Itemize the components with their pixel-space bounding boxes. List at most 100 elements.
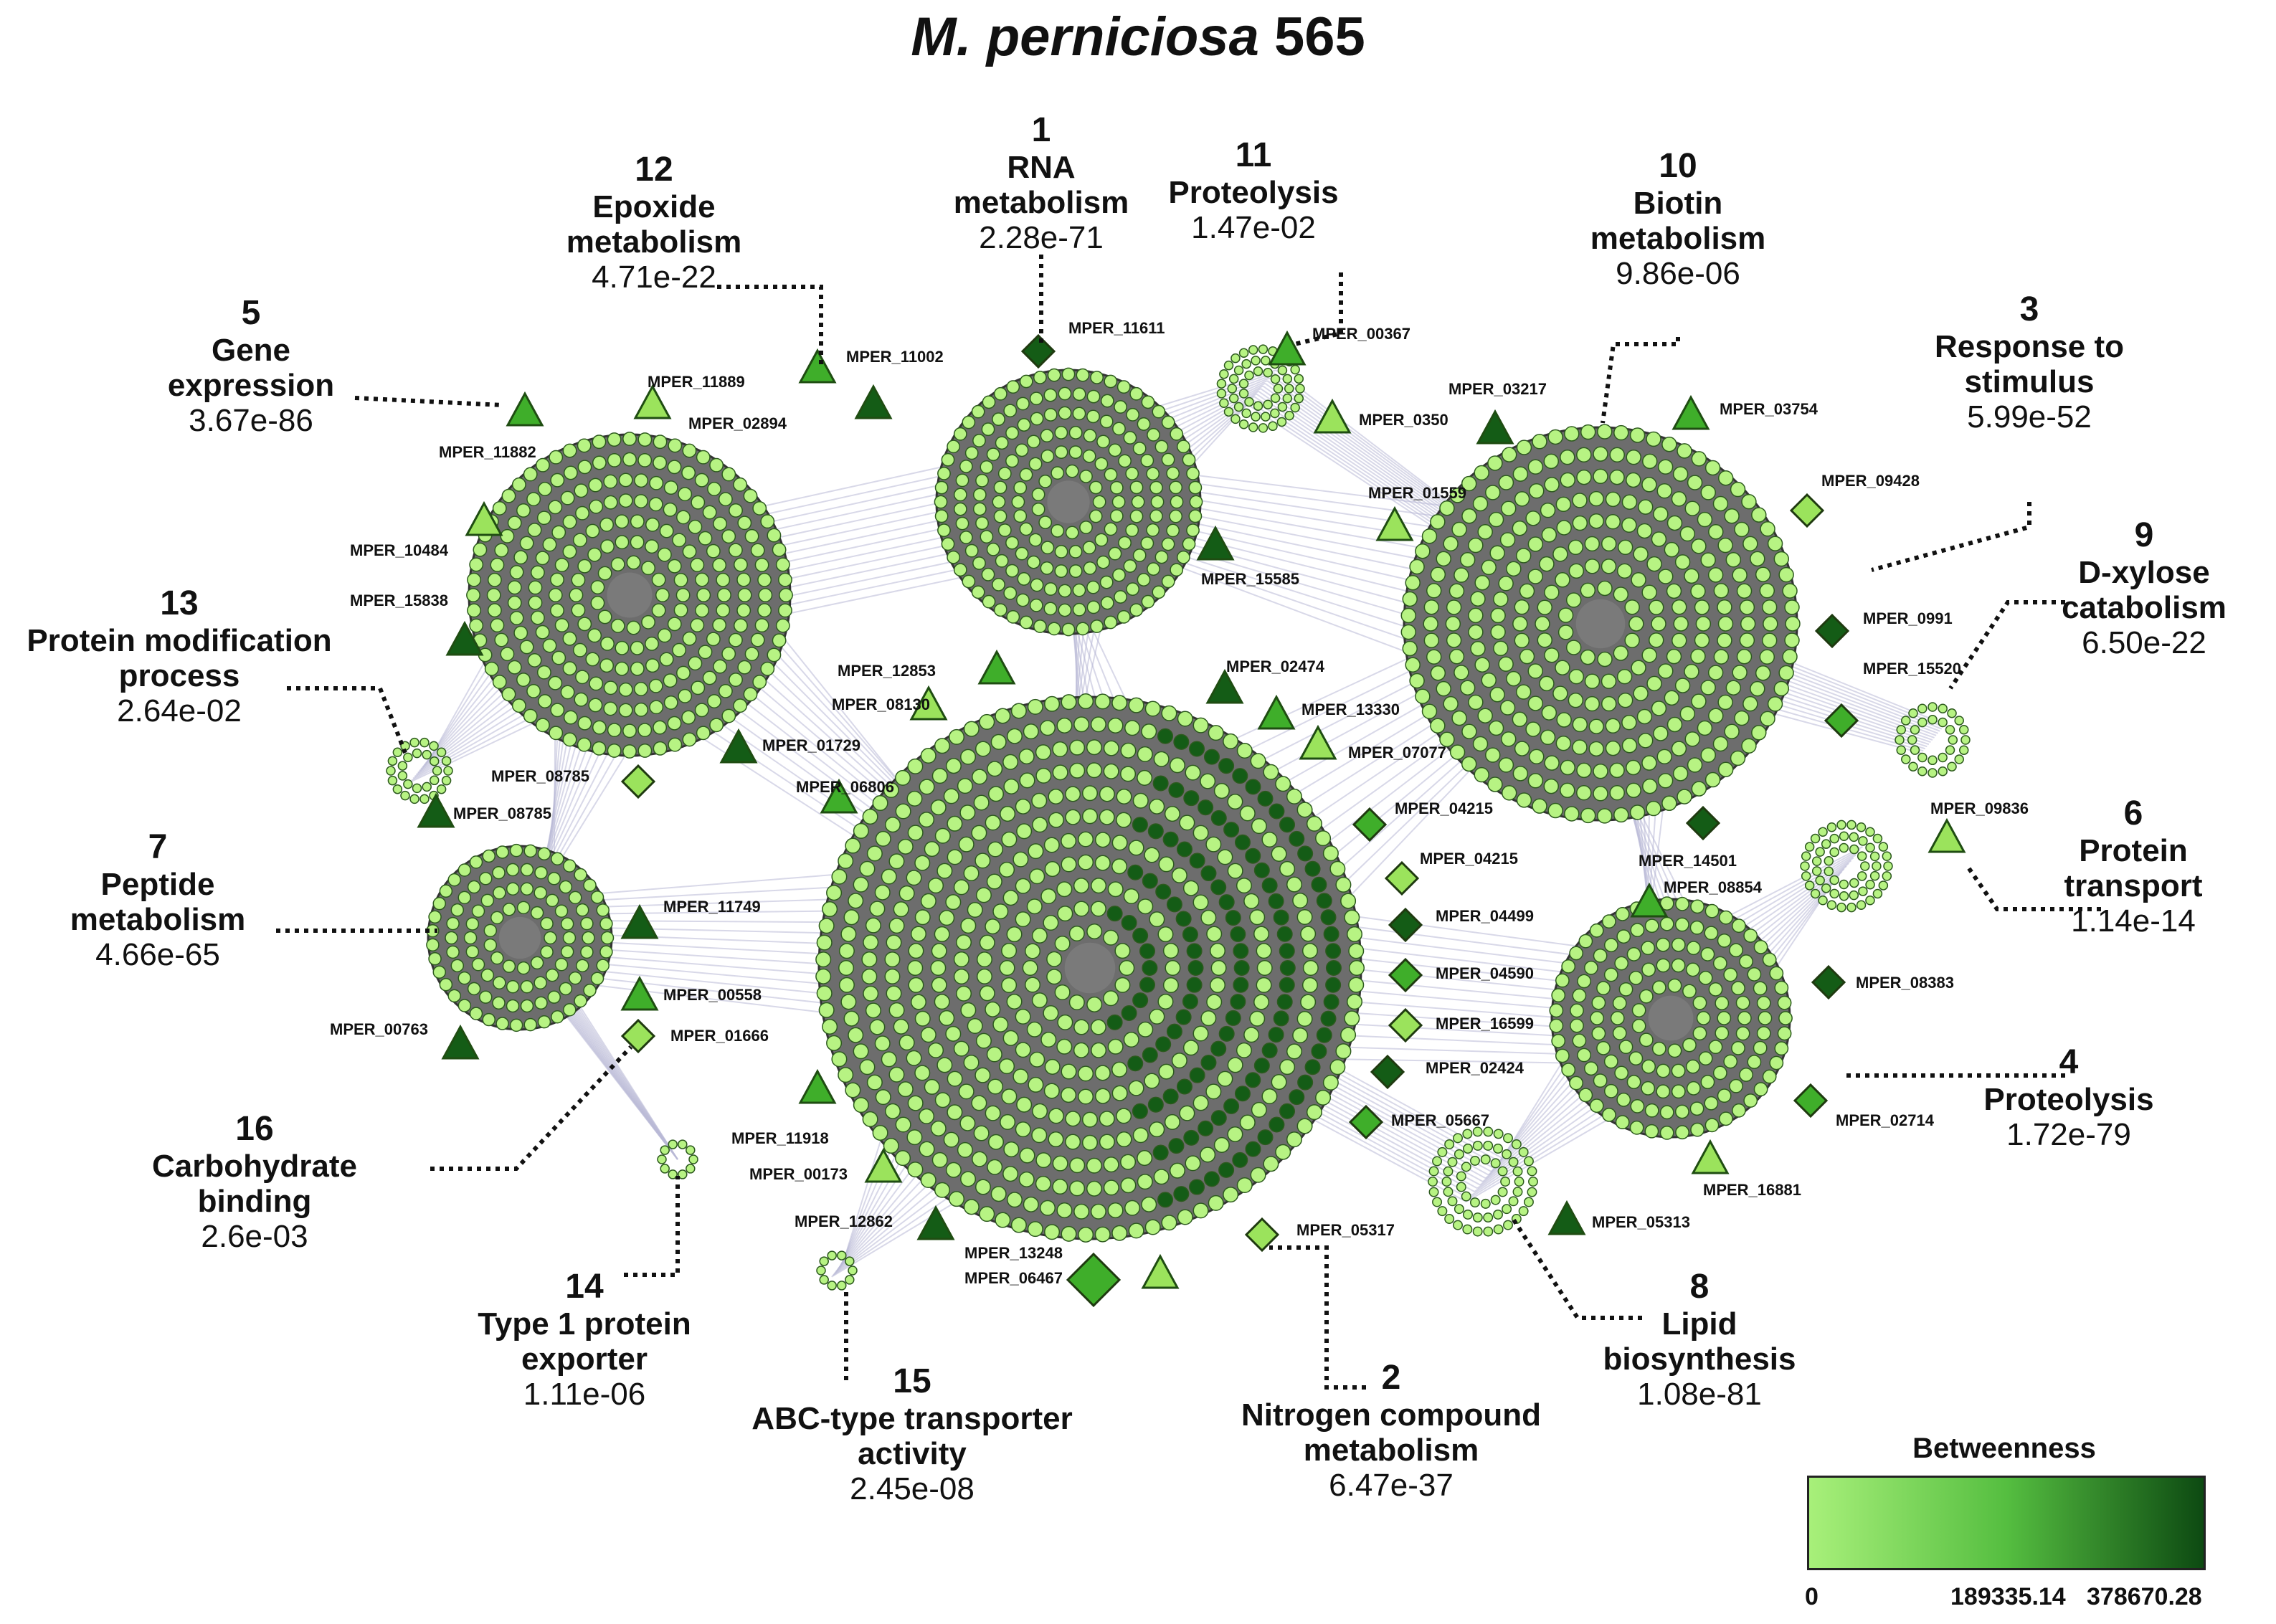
node bbox=[744, 647, 759, 662]
node bbox=[590, 972, 604, 985]
node bbox=[1540, 502, 1556, 518]
triangle-node bbox=[1257, 694, 1296, 730]
node bbox=[1269, 1116, 1285, 1133]
cluster-name-line: binding bbox=[197, 1184, 312, 1220]
node bbox=[1501, 500, 1517, 516]
node bbox=[1672, 766, 1689, 782]
node bbox=[548, 500, 563, 515]
node bbox=[1001, 1088, 1018, 1105]
node bbox=[1626, 782, 1641, 799]
node bbox=[1694, 632, 1710, 648]
node bbox=[947, 440, 961, 454]
node bbox=[736, 572, 751, 587]
node bbox=[1731, 981, 1745, 996]
node bbox=[1679, 706, 1696, 722]
node bbox=[982, 395, 996, 409]
diamond-node bbox=[1793, 1083, 1829, 1119]
node bbox=[837, 1250, 847, 1260]
node bbox=[1257, 790, 1274, 807]
triangle-node bbox=[854, 384, 893, 419]
node bbox=[1176, 841, 1192, 858]
node bbox=[979, 1206, 995, 1222]
node bbox=[1161, 705, 1177, 721]
node bbox=[698, 531, 713, 546]
node bbox=[1289, 1089, 1305, 1106]
node bbox=[1189, 741, 1205, 757]
node bbox=[695, 572, 709, 587]
cluster-pvalue: 1.47e-02 bbox=[1191, 210, 1316, 246]
node bbox=[1572, 1033, 1587, 1048]
node bbox=[999, 1058, 1015, 1075]
node bbox=[1767, 696, 1783, 712]
node bbox=[1469, 1155, 1480, 1166]
node bbox=[1200, 865, 1217, 882]
node bbox=[436, 747, 447, 758]
node bbox=[1019, 374, 1033, 389]
node bbox=[1481, 559, 1497, 576]
node bbox=[1588, 513, 1604, 529]
cluster-name-line: metabolism bbox=[566, 224, 742, 260]
node bbox=[1732, 1103, 1746, 1118]
node bbox=[1296, 802, 1313, 818]
node bbox=[1698, 970, 1713, 985]
node bbox=[1216, 379, 1227, 389]
node bbox=[1928, 714, 1938, 725]
node bbox=[1114, 590, 1127, 604]
node bbox=[1777, 1026, 1792, 1041]
node bbox=[536, 665, 551, 680]
node bbox=[1250, 753, 1266, 769]
node bbox=[1537, 632, 1552, 648]
node bbox=[1001, 942, 1018, 959]
node bbox=[1019, 467, 1033, 482]
node bbox=[563, 859, 577, 873]
node bbox=[1846, 902, 1857, 913]
node bbox=[618, 682, 633, 697]
node bbox=[516, 961, 531, 975]
node bbox=[1717, 616, 1734, 632]
node bbox=[729, 673, 743, 687]
node bbox=[1565, 592, 1582, 608]
node bbox=[575, 959, 589, 973]
node bbox=[1525, 511, 1541, 526]
node bbox=[580, 916, 594, 931]
node bbox=[1010, 703, 1027, 719]
node bbox=[502, 959, 516, 973]
node bbox=[648, 497, 663, 512]
node bbox=[1186, 943, 1203, 959]
node bbox=[1732, 567, 1748, 583]
node bbox=[392, 747, 403, 758]
node bbox=[1141, 594, 1155, 609]
node bbox=[1029, 598, 1043, 612]
node bbox=[1186, 467, 1200, 480]
node bbox=[816, 934, 833, 951]
node bbox=[495, 1017, 509, 1030]
node bbox=[1708, 982, 1723, 997]
node bbox=[934, 994, 950, 1010]
node bbox=[1527, 1187, 1537, 1197]
node bbox=[1141, 723, 1157, 740]
triangle-node bbox=[1299, 724, 1337, 760]
node bbox=[1249, 1010, 1266, 1027]
node bbox=[441, 775, 452, 786]
node bbox=[1171, 867, 1187, 883]
node bbox=[1774, 1041, 1789, 1056]
node bbox=[520, 863, 534, 877]
node bbox=[1078, 854, 1094, 870]
triangle-node bbox=[916, 1205, 955, 1240]
node bbox=[1157, 993, 1174, 1010]
node bbox=[709, 457, 724, 473]
node bbox=[1451, 521, 1467, 538]
node bbox=[1689, 920, 1704, 935]
node bbox=[1169, 757, 1185, 774]
node bbox=[750, 543, 765, 558]
node bbox=[1284, 384, 1294, 394]
node bbox=[1005, 426, 1019, 440]
diamond-node bbox=[1384, 860, 1420, 896]
node bbox=[1256, 943, 1272, 959]
node bbox=[673, 573, 688, 587]
node bbox=[1551, 1033, 1566, 1048]
node bbox=[959, 531, 973, 544]
node bbox=[1736, 583, 1753, 599]
node bbox=[1040, 561, 1054, 575]
